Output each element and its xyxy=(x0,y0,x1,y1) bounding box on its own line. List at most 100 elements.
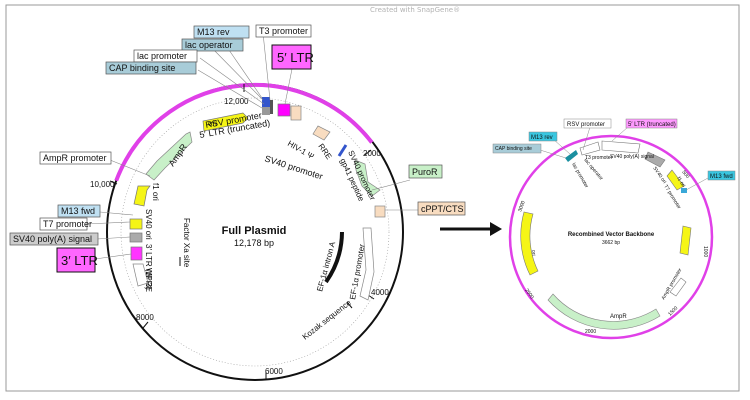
full-plasmid-leader-lines xyxy=(85,32,418,260)
recombined-callouts: RSV promoter 5′ LTR (truncated) M13 rev … xyxy=(492,118,736,181)
feature-sv40-polya-box xyxy=(129,232,143,243)
callout-puror: PuroR xyxy=(412,167,438,177)
callout-m13-fwd-box xyxy=(57,204,101,218)
recombined-vector-map: 500 1000 1500 2000 2500 3000 lac xyxy=(492,118,736,340)
right-tick-label-500: 500 xyxy=(680,169,690,179)
leader-sv40-polya xyxy=(96,236,131,240)
callout-3ltr: 3′ LTR xyxy=(61,253,98,268)
feature-gp41-mark xyxy=(337,144,348,157)
right-label-ori: ori xyxy=(530,250,536,256)
full-plasmid-size: 12,178 bp xyxy=(234,238,274,248)
feature-puror-arrow xyxy=(354,159,381,197)
feature-sv40-ori-label: SV40 ori xyxy=(144,209,153,240)
callout-cap: CAP binding site xyxy=(109,63,175,73)
right-callout-5ltr-box xyxy=(625,118,678,129)
callout-cap-box xyxy=(105,61,197,75)
right-callout-5ltr: 5′ LTR (truncated) xyxy=(628,122,676,128)
callout-sv40-polya-box xyxy=(9,232,99,246)
tick-label-4000: 4000 xyxy=(371,288,389,297)
right-feature-f1-ori-arrow xyxy=(666,169,685,191)
recombined-size: 3662 bp xyxy=(602,240,620,246)
full-plasmid-inner-track xyxy=(120,97,390,367)
feature-sv40-ori-box xyxy=(129,218,143,230)
feature-ori-label: ori xyxy=(208,119,217,128)
right-leader-5ltr xyxy=(611,126,629,142)
feature-rre-box xyxy=(312,125,331,141)
callout-cppt-box xyxy=(417,201,466,216)
full-plasmid-backbone-highlight xyxy=(114,83,374,182)
feature-rre-label: RRE xyxy=(316,142,333,161)
feature-kozak-mark xyxy=(346,301,353,309)
callout-puror-box xyxy=(408,164,443,179)
tick-mark-10000 xyxy=(109,180,118,185)
feature-ampr-arrow xyxy=(145,131,193,181)
feature-hiv-psi-label: HIV-1 Ψ xyxy=(286,139,316,161)
tick-label-8000: 8000 xyxy=(136,313,154,322)
feature-wpre-box xyxy=(132,263,149,287)
right-tick-label-2500: 2500 xyxy=(523,288,534,301)
tick-mark-8000 xyxy=(142,321,149,329)
figure-frame xyxy=(5,4,740,392)
recombined-leader-lines xyxy=(539,126,709,191)
right-leader-cap xyxy=(539,149,567,159)
callout-m13-fwd: M13 fwd xyxy=(61,206,95,216)
recombined-title: Recombined Vector Backbone xyxy=(568,232,655,238)
leader-ampr-promoter xyxy=(109,159,151,177)
full-plasmid-title: Full Plasmid xyxy=(222,225,287,237)
callout-t7-box xyxy=(39,217,88,231)
tick-label-2000: 2000 xyxy=(363,149,381,158)
callout-t7: T7 promoter xyxy=(43,219,92,229)
right-callout-rsv: RSV promoter xyxy=(567,122,605,128)
feature-f1-ori-label: f1 ori xyxy=(151,183,160,201)
right-label-ampr: AmpR xyxy=(610,314,627,320)
callout-lac-operator-box xyxy=(181,38,244,52)
right-feature-m13-fwd-mark xyxy=(681,188,687,193)
right-feature-yellow-block xyxy=(679,225,692,256)
callout-ampr-promoter: AmpR promoter xyxy=(43,153,107,163)
leader-t7 xyxy=(85,221,131,225)
right-tick-label-1000: 1000 xyxy=(702,246,708,257)
feature-f1-ori-arrow xyxy=(133,185,151,207)
right-feature-sv40-ori-box xyxy=(644,151,666,168)
snapgene-watermark: Created with SnapGene® xyxy=(370,6,461,14)
feature-rsv-box xyxy=(290,105,302,121)
right-feature-ampr-promoter-arrow xyxy=(669,277,687,297)
callout-3ltr-box xyxy=(56,247,96,273)
tick-mark-2000 xyxy=(364,149,372,156)
recombined-backbone-circle xyxy=(508,134,714,340)
right-callout-cap-box xyxy=(492,143,542,154)
leader-5ltr xyxy=(284,68,293,105)
feature-ef1a-promoter-arrow xyxy=(359,227,375,301)
callout-m13-rev: M13 rev xyxy=(197,27,230,37)
right-tick-label-3000: 3000 xyxy=(517,200,527,213)
right-callout-m13-fwd-box xyxy=(707,170,736,181)
right-tick-label-2000: 2000 xyxy=(585,329,596,335)
tick-label-12000: 12,000 xyxy=(224,97,249,106)
tick-label-10000: 10,000 xyxy=(90,180,115,189)
callout-m13-rev-box xyxy=(193,25,250,39)
leader-cap xyxy=(197,69,263,109)
full-plasmid-ticks: 2000 4000 6000 8000 10,000 12,000 xyxy=(90,84,389,380)
right-feature-ori-arc xyxy=(520,211,539,276)
full-plasmid-map: 2000 4000 6000 8000 10,000 12,000 ori Am… xyxy=(9,24,466,381)
right-feature-cap-mark xyxy=(565,150,578,162)
feature-3ltr-delta-label: 3′ LTR (ΔU3) xyxy=(144,244,153,290)
leader-puror xyxy=(371,179,411,191)
tick-label-6000: 6000 xyxy=(265,367,283,376)
right-feature-sv40-polya-arrow xyxy=(601,140,641,154)
right-callout-cap: CAP binding site xyxy=(495,146,532,152)
callout-cppt: cPPT/CTS xyxy=(421,204,464,214)
feature-sv40-promoter-inner-label: SV40 promoter xyxy=(263,153,324,181)
right-leader-rsv xyxy=(582,126,591,151)
callout-sv40-polya: SV40 poly(A) signal xyxy=(13,234,92,244)
callout-t3: T3 promoter xyxy=(259,26,308,36)
right-feature-t3-arrow xyxy=(579,141,601,156)
right-callout-m13-fwd: M13 fwd xyxy=(710,174,733,180)
full-plasmid-features: ori AmpR f1 ori SV40 ori 3′ LTR (ΔU3) WP… xyxy=(129,97,386,342)
feature-factor-xa-label: Factor Xa site xyxy=(182,218,191,268)
right-label-f1-ori: f1 ori xyxy=(675,176,686,189)
right-callout-m13-rev: M13 rev xyxy=(531,135,553,141)
callout-t3-box xyxy=(255,24,312,38)
right-leader-m13-rev xyxy=(552,138,571,155)
